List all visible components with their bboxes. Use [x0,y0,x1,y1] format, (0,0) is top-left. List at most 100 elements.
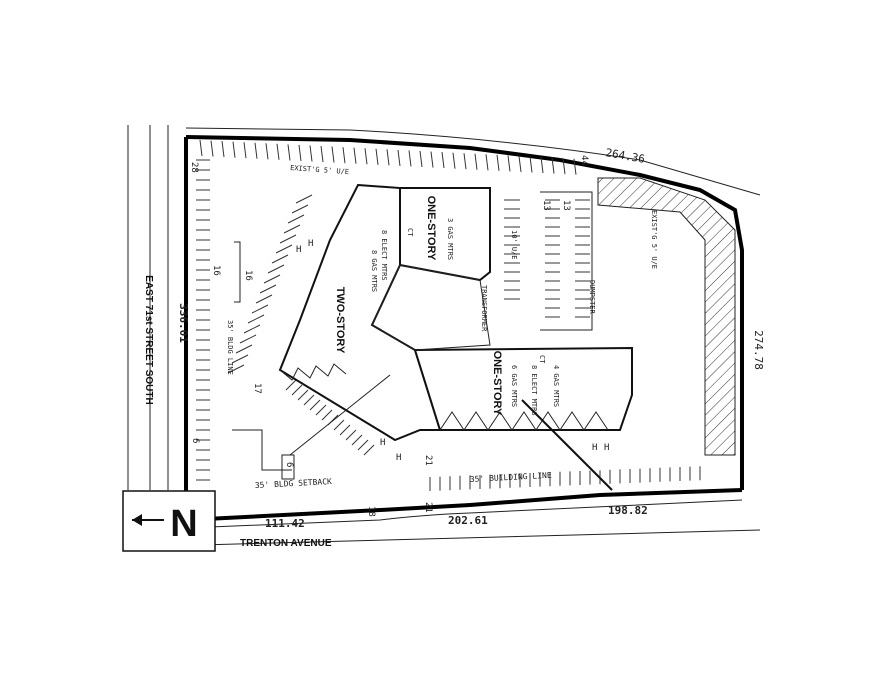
storefront-sawtooth [439,411,609,431]
parking-stall-line [430,151,434,168]
parking-stall-line [254,142,258,159]
parking-center-row [504,199,590,318]
parking-stall-line [232,141,236,158]
street-label-south: TRENTON AVENUE [240,538,332,549]
parking-stall-line [287,144,291,161]
building-label-one-story-a: ONE-STORY [425,196,437,261]
parking-stall-line [339,424,351,436]
parking-south-row [429,466,701,491]
stall-count-south-21b: 21 [423,502,433,513]
parking-stall-line [243,142,247,159]
parking-stall-line [331,146,335,163]
stall-count-island-b: 16 [243,270,253,281]
parking-stall-line [263,274,281,284]
note-building-line: 35' BUILDING LINE [470,471,552,484]
parking-stall-line [540,156,544,174]
parking-stall-line [210,140,214,157]
note-transformer: TRANSFORMER [480,285,488,332]
note-bldg-line-west: 35' BLDG LINE [226,320,234,375]
parking-stall-line [357,439,369,451]
handicap-marker: H [592,443,597,453]
handicap-marker: H [296,245,301,255]
parking-stall-line [303,394,315,406]
note-elect-mtrs-1: 8 ELECT MTRS [380,230,388,281]
note-gas-mtrs-3: 4 GAS MTRS [552,365,560,407]
parking-stall-line [353,147,357,164]
parking-stall-line [243,324,261,334]
parking-north-row [199,139,577,175]
dim-north-frontage: 264.36 [604,146,645,166]
dim-east-frontage: 274.78 [752,330,765,370]
parking-stall-line [364,148,368,165]
parking-stall-line [251,304,269,314]
island-center [540,191,593,331]
parking-stall-line [351,434,363,446]
dumpster-enclosure [281,454,295,480]
parking-stall-line [276,143,280,160]
note-ue: 10' U/E [510,230,518,260]
street-label-west: EAST 71st STREET SOUTH [143,275,154,404]
parking-stall-line [529,156,533,173]
north-curb [185,127,761,196]
note-ct-a: CT [406,228,414,237]
parking-stall-line [485,154,489,171]
island-west-b [232,429,292,471]
north-letter: N [170,503,197,545]
note-gas-mtrs-2: 8 GAS MTRS [370,250,378,292]
handicap-marker: H [604,443,609,453]
parking-stall-line [227,364,245,374]
note-easement-north: EXIST'G 5' U/E [290,164,349,176]
parking-stall-line [496,154,500,171]
parking-stall-line [287,214,305,224]
parking-stall-line [408,150,412,167]
parking-stall-line [518,155,522,173]
west-street-lines [127,125,169,490]
handicap-marker: H [396,453,401,463]
parking-stall-line [199,139,203,157]
parking-stall-line [239,334,257,344]
parking-stall-line [573,158,577,175]
stall-count-left-6b: 6 [284,462,294,467]
stall-count-left-6a: 6 [190,438,200,443]
note-ct-b: CT [538,355,546,364]
parking-stall-line [255,294,273,304]
building-label-two-story: TWO-STORY [334,287,346,354]
building-one-story-a [399,187,491,282]
parking-stall-line [291,384,303,396]
dim-west-frontage: 336.01 [177,303,190,343]
note-dumpster: DUMPSTER [588,280,596,315]
hatched-easement [597,177,736,456]
building-one-story-b [413,346,633,431]
parking-stall-line [551,157,555,174]
parking-stall-line [259,284,277,294]
parking-stall-line [363,444,375,456]
parking-stall-line [386,149,390,166]
parking-stall-line [474,153,478,170]
stall-count-center-13b: 13 [561,200,571,211]
parking-stall-line [265,143,269,160]
parking-stall-line [419,150,423,168]
storefront-sawtooth-west [279,363,347,381]
dim-south-b: 202.61 [448,514,488,527]
building-label-one-story-b: ONE-STORY [491,351,503,416]
parking-stall-line [231,354,249,364]
parking-stall-line [320,145,324,163]
parking-stall-line [283,224,301,234]
parking-stall-line [562,158,566,175]
parking-stall-line [271,254,289,264]
island-west-a [234,241,241,303]
stall-count-south-18: 18 [366,506,376,517]
note-gas-mtrs-1: 3 GAS MTRS [446,218,454,260]
parking-stall-line [463,153,467,170]
parking-stall-line [221,141,225,158]
parking-stall-line [452,152,456,169]
parking-stall-line [285,379,297,391]
parking-stall-line [297,389,309,401]
parking-stall-line [267,264,285,274]
parking-stall-line [321,409,333,421]
stall-count-ne: 44 [579,155,589,166]
stall-count-island-a: 16 [211,265,221,276]
parking-stall-line [247,314,265,324]
note-easement-east: EXIST'G 5' U/E [650,210,658,269]
